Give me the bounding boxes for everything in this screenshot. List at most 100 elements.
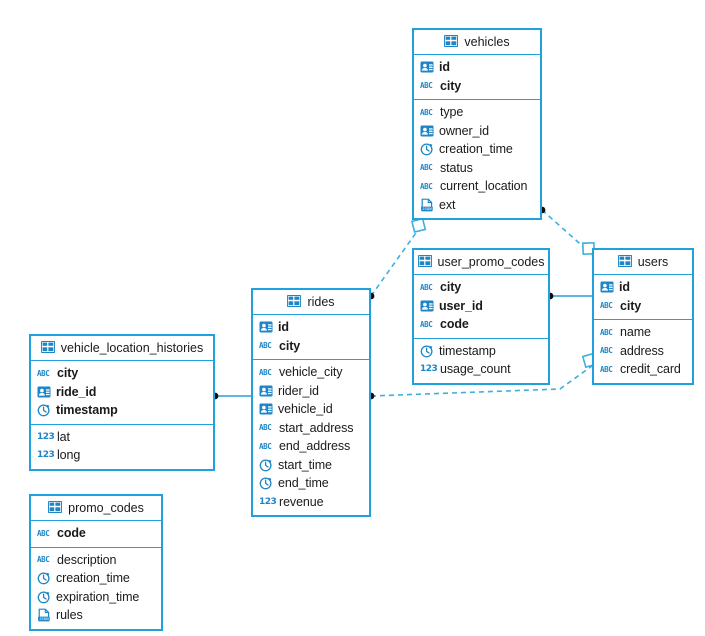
field-label: timestamp [439, 343, 496, 358]
entity-header[interactable]: rides [253, 290, 369, 315]
field-row[interactable]: creation_time [31, 569, 161, 588]
field-label: description [57, 552, 117, 567]
entity-title: users [637, 255, 669, 269]
field-label: timestamp [56, 403, 118, 418]
entity-header[interactable]: vehicles [414, 30, 540, 55]
field-row[interactable]: JSON ext [414, 196, 540, 215]
field-label: rider_id [278, 383, 319, 398]
key-identity-icon [420, 299, 434, 313]
entity-header[interactable]: users [594, 250, 692, 275]
field-label: status [440, 160, 473, 175]
table-grid-icon [40, 341, 55, 355]
connector-vehicle-location-histories-to-rides[interactable] [211, 392, 251, 400]
field-label: start_address [279, 420, 354, 435]
clock-icon [420, 344, 434, 358]
table-grid-icon [48, 501, 63, 515]
field-row[interactable]: id [594, 278, 692, 297]
field-row[interactable]: id [414, 58, 540, 77]
field-row[interactable]: vehicle_id [253, 400, 369, 419]
json-icon: JSON [37, 608, 51, 622]
connector-user-promo-codes-to-users[interactable] [546, 292, 592, 300]
abc-text-icon: ABC [420, 81, 433, 91]
abc-text-icon: ABC [420, 163, 433, 173]
key-identity-icon [37, 385, 51, 399]
entity-header[interactable]: user_promo_codes [414, 250, 548, 275]
abc-text-icon: ABC [37, 368, 50, 378]
field-label: vehicle_city [279, 365, 343, 380]
abc-text-icon: ABC [600, 301, 613, 311]
entity-title: user_promo_codes [437, 255, 545, 269]
number-icon: 123 [420, 364, 438, 375]
field-row[interactable]: creation_time [414, 140, 540, 159]
clock-icon [259, 476, 273, 490]
field-label: user_id [439, 298, 483, 313]
field-label: ext [439, 197, 456, 212]
entity-title: rides [307, 295, 335, 309]
field-label: vehicle_id [278, 402, 333, 417]
field-row[interactable]: ride_id [31, 383, 213, 402]
clock-icon [37, 590, 51, 604]
key-identity-icon [259, 402, 273, 416]
field-label: code [440, 317, 469, 332]
field-row[interactable]: end_time [253, 474, 369, 493]
clock-icon [37, 403, 51, 417]
table-grid-icon [444, 35, 459, 49]
entity-header[interactable]: promo_codes [31, 496, 161, 521]
field-row[interactable]: owner_id [414, 122, 540, 141]
field-row[interactable]: timestamp [31, 401, 213, 420]
field-label: id [278, 320, 289, 335]
field-row[interactable]: start_time [253, 456, 369, 475]
field-label: start_time [278, 457, 332, 472]
field-label: current_location [440, 179, 528, 194]
abc-text-icon: ABC [37, 528, 50, 538]
field-row[interactable]: id [253, 318, 369, 337]
field-row[interactable]: user_id [414, 297, 548, 316]
entity-header[interactable]: vehicle_location_histories [31, 336, 213, 361]
json-icon: JSON [420, 198, 434, 212]
field-label: long [57, 448, 81, 463]
field-row[interactable]: rider_id [253, 382, 369, 401]
abc-text-icon: ABC [420, 107, 433, 117]
primary-key-section: ABC code [31, 521, 161, 548]
field-label: code [57, 526, 86, 541]
field-row[interactable]: ABC code [31, 524, 161, 543]
field-row[interactable]: expiration_time [31, 588, 161, 607]
field-row[interactable]: timestamp [414, 342, 548, 361]
abc-text-icon: ABC [420, 282, 433, 292]
table-grid-icon [287, 295, 302, 309]
field-row[interactable]: ABC status [414, 159, 540, 178]
